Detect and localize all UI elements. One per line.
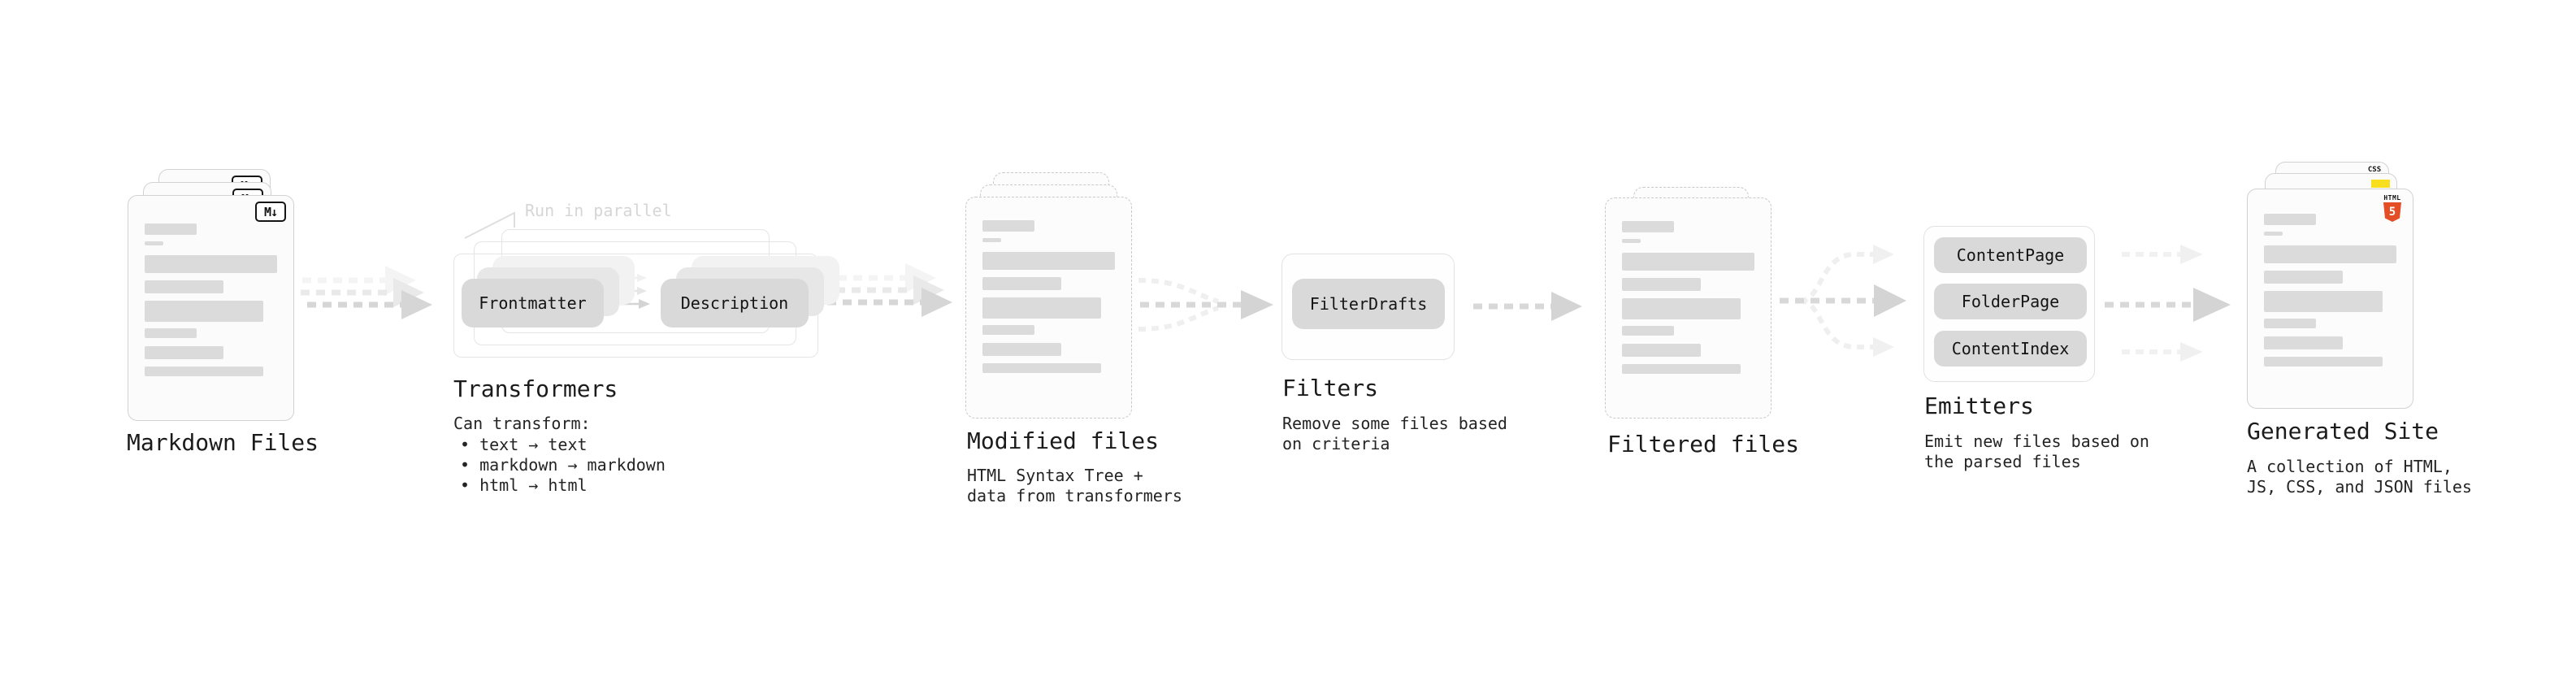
note-line: JS, CSS, and JSON files bbox=[2247, 477, 2472, 497]
contentpage-pill: ContentPage bbox=[1934, 237, 2087, 273]
bullet-line: • html → html bbox=[460, 475, 588, 495]
generated-site-label: Generated Site bbox=[2247, 418, 2439, 445]
transformers-label: Transformers bbox=[453, 375, 618, 402]
arrow-transformers-to-modified bbox=[821, 263, 952, 317]
note-line: Emit new files based on bbox=[1924, 432, 2149, 451]
document-placeholder-lines bbox=[966, 197, 1131, 373]
description-pill: Description bbox=[661, 279, 809, 327]
contentindex-pill: ContentIndex bbox=[1934, 331, 2087, 367]
js-file-icon bbox=[2371, 180, 2390, 188]
filterdrafts-pill: FilterDrafts bbox=[1292, 279, 1445, 329]
note-line: A collection of HTML, bbox=[2247, 457, 2452, 476]
arrow-filters-to-filtered bbox=[1473, 292, 1582, 321]
run-in-parallel-annotation: Run in parallel bbox=[525, 201, 672, 220]
arrow-filtered-to-emitters bbox=[1780, 245, 1906, 357]
html5-numeral: 5 bbox=[2388, 206, 2396, 219]
modified-files-note: HTML Syntax Tree + data from transformer… bbox=[967, 466, 1182, 506]
filters-note: Remove some files based on criteria bbox=[1282, 414, 1507, 454]
markdown-file-card-front: M↓ bbox=[128, 195, 294, 421]
annotation-leader-line bbox=[464, 211, 515, 239]
note-line: the parsed files bbox=[1924, 452, 2081, 471]
bullet-line: • text → text bbox=[460, 435, 588, 454]
transformers-note-title: Can transform: bbox=[453, 414, 591, 433]
folderpage-pill: FolderPage bbox=[1934, 284, 2087, 319]
note-line: data from transformers bbox=[967, 486, 1182, 505]
modified-file-card-front bbox=[965, 197, 1132, 419]
html5-logo-text: HTML bbox=[2383, 194, 2401, 202]
document-placeholder-lines bbox=[128, 196, 293, 376]
note-line: on criteria bbox=[1282, 434, 1390, 453]
document-placeholder-lines bbox=[2248, 189, 2413, 367]
emitters-label: Emitters bbox=[1924, 393, 2034, 419]
markdown-files-label: Markdown Files bbox=[127, 429, 319, 456]
emitters-note: Emit new files based on the parsed files bbox=[1924, 432, 2149, 472]
site-file-card-front: HTML 5 bbox=[2247, 189, 2413, 409]
frontmatter-pill: Frontmatter bbox=[462, 279, 604, 327]
html5-shield: 5 bbox=[2383, 202, 2401, 222]
note-line: HTML Syntax Tree + bbox=[967, 466, 1143, 485]
document-placeholder-lines bbox=[1606, 198, 1771, 374]
arrow-markdown-to-transformers bbox=[301, 266, 432, 319]
note-line: Remove some files based bbox=[1282, 414, 1507, 433]
bullet-line: • markdown → markdown bbox=[460, 455, 666, 475]
css-icon-label: CSS bbox=[2367, 166, 2382, 174]
arrows-emitters-to-site bbox=[2105, 245, 2231, 362]
markdown-icon: M↓ bbox=[255, 202, 286, 222]
arrow-modified-to-filters bbox=[1138, 278, 1273, 332]
filtered-file-card-front bbox=[1605, 197, 1772, 419]
modified-files-label: Modified files bbox=[967, 427, 1160, 454]
transformers-bullets: • text → text • markdown → markdown • ht… bbox=[460, 435, 666, 496]
filtered-files-label: Filtered files bbox=[1607, 431, 1800, 458]
generated-site-note: A collection of HTML, JS, CSS, and JSON … bbox=[2247, 457, 2472, 497]
filters-label: Filters bbox=[1282, 375, 1379, 401]
html5-logo-icon: HTML 5 bbox=[2383, 194, 2402, 222]
